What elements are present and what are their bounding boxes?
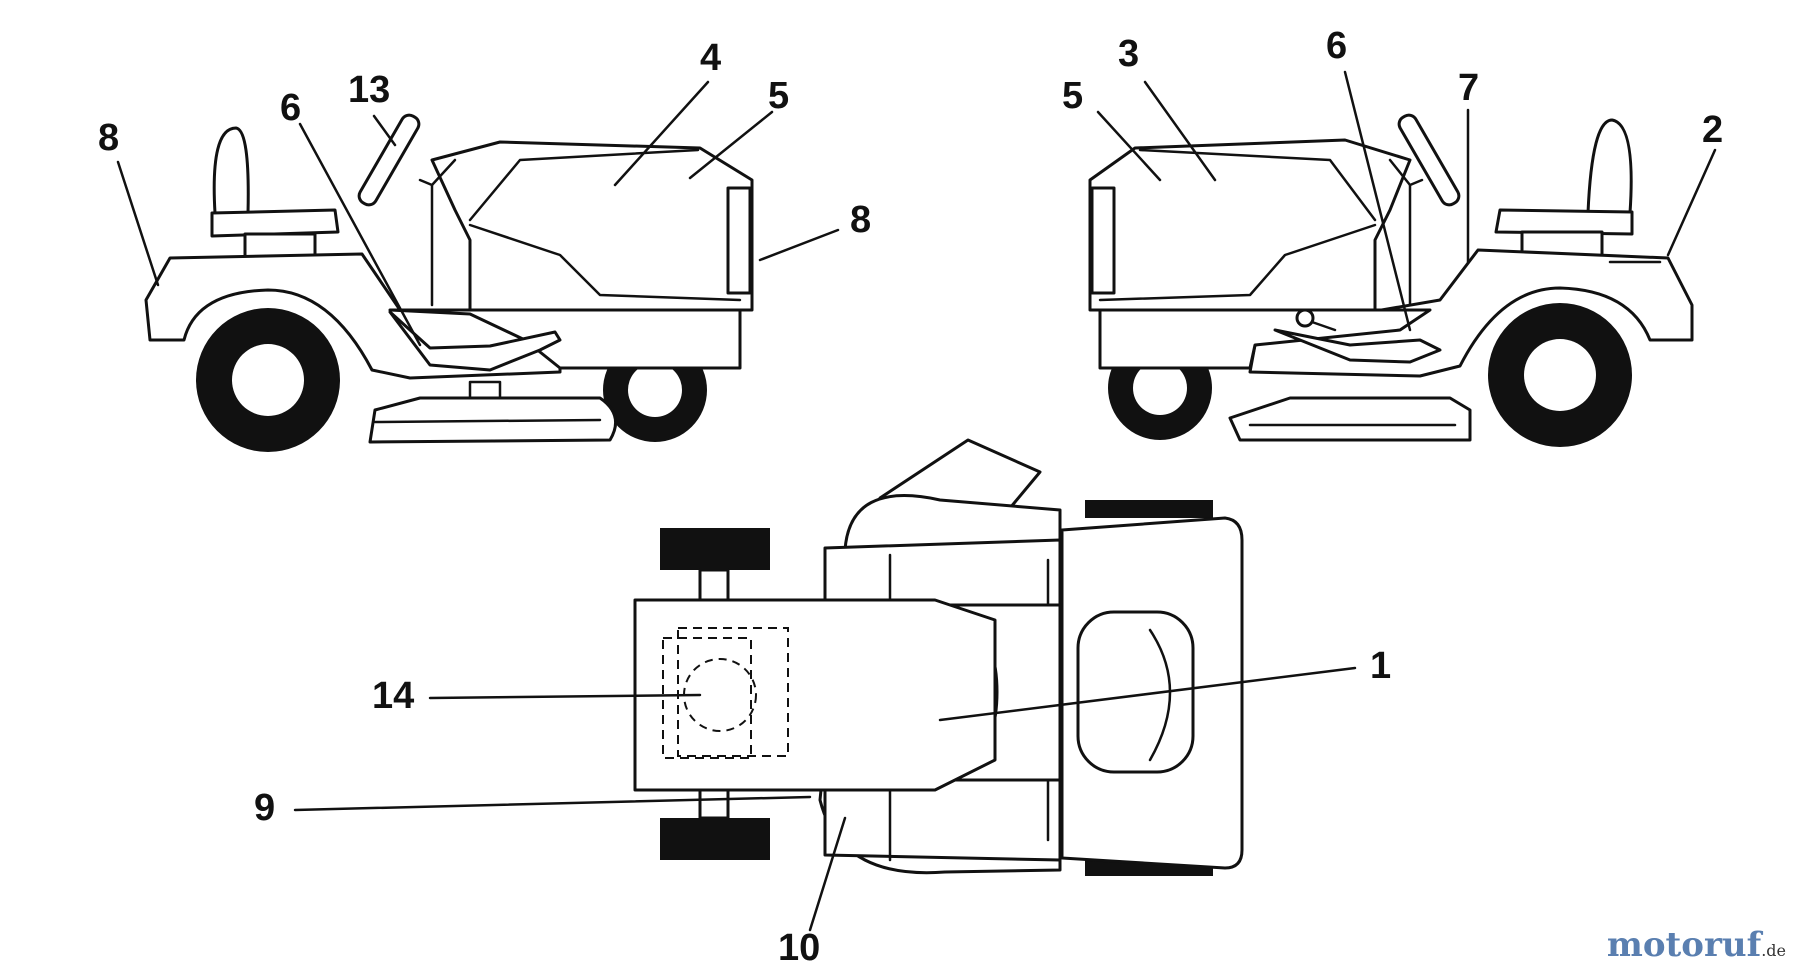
top-wheel-rear-upper xyxy=(660,528,770,570)
steering-wheel-left xyxy=(357,113,421,207)
hood-left xyxy=(430,140,754,312)
seat-cushion-right xyxy=(1494,208,1634,236)
leader-10 xyxy=(808,816,847,932)
leader-13 xyxy=(372,114,397,147)
seat-back-left xyxy=(212,126,250,215)
watermark-tld: .de xyxy=(1761,941,1786,960)
top-wheel-front-upper xyxy=(1085,500,1213,518)
leader-5-right xyxy=(1096,110,1162,182)
callout-5-left: 5 xyxy=(768,75,789,117)
leader-1 xyxy=(938,666,1357,722)
callout-1: 1 xyxy=(1370,645,1391,687)
callout-4: 4 xyxy=(700,37,721,79)
leader-3 xyxy=(1143,80,1217,182)
leader-8-rear xyxy=(116,160,160,287)
callout-13: 13 xyxy=(348,69,390,111)
leader-5-left xyxy=(688,110,774,180)
tractor-top-view xyxy=(633,438,1244,876)
rear-body-top xyxy=(633,598,997,792)
callout-5-right: 5 xyxy=(1062,75,1083,117)
callout-7: 7 xyxy=(1458,67,1479,109)
leader-2 xyxy=(1666,148,1717,257)
steering-wheel-right xyxy=(1397,113,1461,207)
callout-8-front: 8 xyxy=(850,199,871,241)
callout-10: 10 xyxy=(778,927,820,969)
callout-9: 9 xyxy=(254,787,275,829)
leader-8-front xyxy=(758,228,840,262)
tractor-left-side-view xyxy=(144,113,754,452)
seat-cushion-left xyxy=(210,208,340,238)
watermark-brand: motoruf xyxy=(1606,925,1762,965)
callout-6-right: 6 xyxy=(1326,25,1347,67)
watermark: motoruf.de xyxy=(1607,925,1786,965)
seat-back-right xyxy=(1586,118,1633,215)
callout-8-rear: 8 xyxy=(98,117,119,159)
leader-6-right xyxy=(1343,70,1412,332)
hood-right xyxy=(1088,138,1412,312)
leader-14 xyxy=(428,693,702,700)
leader-6-left xyxy=(298,122,422,347)
callout-labels: 8 6 13 4 5 8 5 3 6 7 2 1 14 9 10 xyxy=(98,25,1723,969)
leader-lines xyxy=(116,70,1717,932)
callout-3: 3 xyxy=(1118,33,1139,75)
callout-14: 14 xyxy=(372,675,414,717)
leader-4 xyxy=(613,80,710,187)
leader-9 xyxy=(293,795,812,812)
callout-6-left: 6 xyxy=(280,87,301,129)
mower-deck-right xyxy=(1228,396,1472,442)
tractor-right-side-view xyxy=(1088,113,1694,447)
top-wheel-rear-lower xyxy=(660,818,770,860)
callout-2: 2 xyxy=(1702,109,1723,151)
